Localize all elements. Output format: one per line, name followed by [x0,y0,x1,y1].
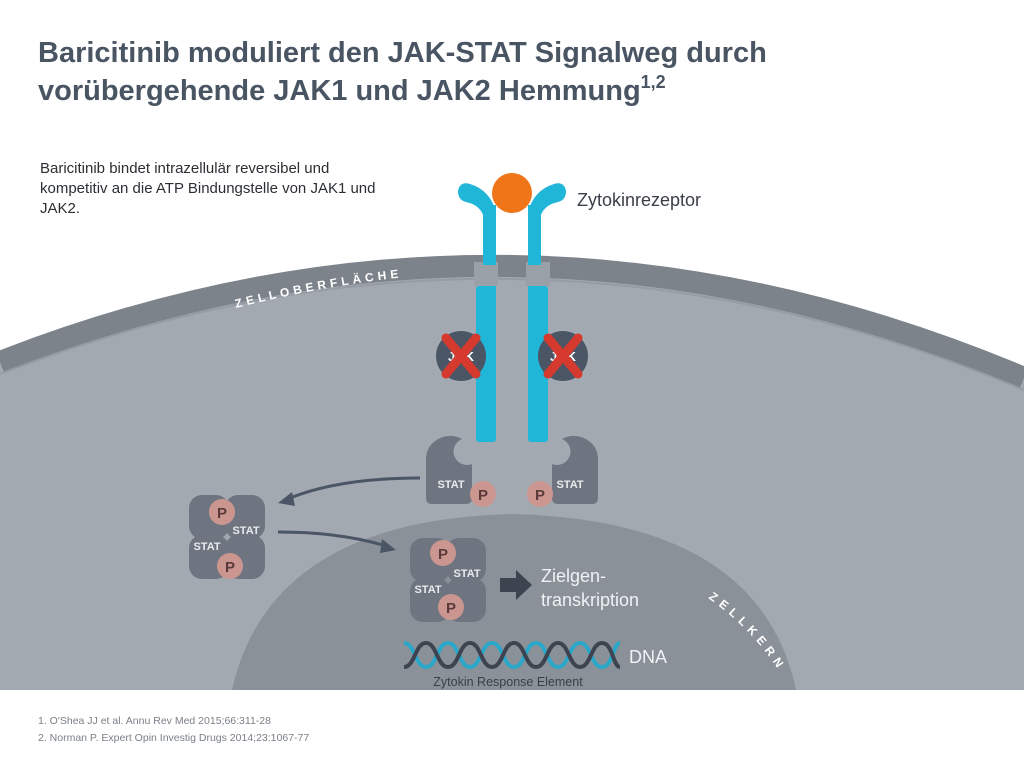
title-reference-superscript: 1,2 [640,72,666,92]
stat-monomer-right: STAT P [527,435,598,507]
stat-monomer-left: STAT P [426,435,496,507]
receptor-label: Zytokinrezeptor [577,190,701,210]
phospho-dimer-nuc-bottom [438,594,464,620]
target-gene-label-2: transkription [541,590,639,610]
arrow-to-nucleus-head [380,539,396,553]
response-element-label: Zytokin Response Element [433,675,583,689]
nucleus [232,514,796,690]
cell-membrane-inner-line [0,277,1024,391]
phospho-dimer-cyto-bottom [217,553,243,579]
stat-monomer-right-label: STAT [556,479,583,491]
jak2-inhibited: JAK [538,331,588,381]
dna-strand-a [403,640,621,670]
phospho-monomer-right-label: P [535,487,545,504]
stat-dimer-cyto-label-2: STAT [193,541,220,553]
intro-text: Baricitinib bindet intrazellulär reversi… [40,160,376,217]
phospho-dimer-nuc-top-label: P [438,546,448,563]
phospho-monomer-right [527,481,553,507]
transcription-arrow-icon [500,570,532,600]
arrow-to-dimerization-head [278,492,295,506]
cytokine [492,173,532,213]
phospho-monomer-left [470,481,496,507]
slide-title: Baricitinib moduliert den JAK-STAT Signa… [38,34,988,110]
dna-strand-b [403,640,621,670]
arrow-to-dimerization [289,476,421,500]
dna-helix [403,640,621,670]
phospho-dimer-cyto-top [209,499,235,525]
phospho-monomer-left-label: P [478,487,488,504]
arrow-to-nucleus [277,530,387,548]
dna-label: DNA [629,647,667,667]
stat-monomer-left-label: STAT [437,479,464,491]
inhibition-x-right [543,333,583,379]
title-line-1: Baricitinib moduliert den JAK-STAT Signa… [38,37,767,69]
target-gene-label-1: Zielgen- [541,566,606,586]
inhibition-x-left [441,333,481,379]
jak1-inhibited: JAK [436,331,486,381]
cytoplasm [0,265,1024,690]
phospho-dimer-nuc-bottom-label: P [446,600,456,617]
cytokine-receptor [458,183,566,442]
cell-membrane [0,254,1024,389]
footnotes: 1. O'Shea JJ et al. Annu Rev Med 2015;66… [38,713,309,747]
phospho-dimer-cyto-bottom-label: P [225,559,235,576]
footnote-2: 2. Norman P. Expert Opin Investig Drugs … [38,732,310,744]
stat-dimer-nuc-label-2: STAT [414,584,441,596]
stat-dimer-nuc-label-1: STAT [453,568,480,580]
stat-dimer-nucleus: STAT STAT P P [410,538,486,622]
phospho-dimer-nuc-top [430,540,456,566]
stat-dimer-cyto-label-1: STAT [232,525,259,537]
footnote-1: 1. O'Shea JJ et al. Annu Rev Med 2015;66… [38,715,271,727]
phospho-dimer-cyto-top-label: P [217,505,227,522]
title-line-2: vorübergehende JAK1 und JAK2 Hemmung [38,75,641,107]
stat-dimer-cytoplasm: STAT STAT P P [189,495,265,579]
